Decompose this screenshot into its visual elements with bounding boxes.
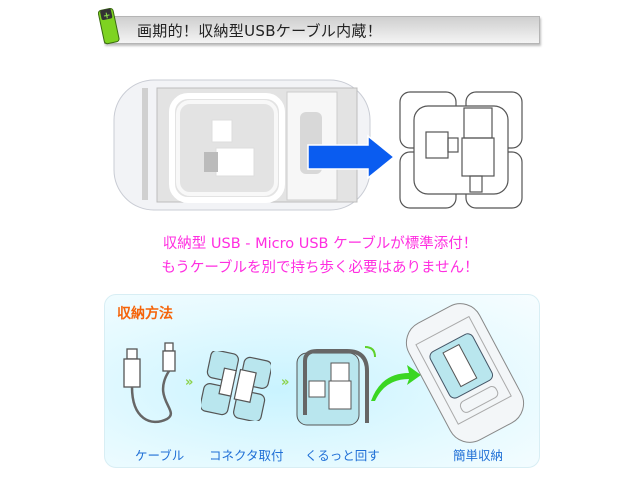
step-separator: »	[185, 375, 194, 390]
step-label-wrap: くるっと回す	[305, 448, 380, 463]
step-label-store: 簡単収納	[453, 448, 504, 463]
header-title: 画期的！収納型USBケーブル内蔵！	[137, 22, 382, 40]
section-header: 画期的！収納型USBケーブル内蔵！	[104, 16, 540, 44]
green-arrow-icon	[371, 365, 421, 401]
cable-storage-diagram	[399, 91, 523, 209]
note-line-2: もうケーブルを別で持ち歩く必要はありません！	[161, 260, 479, 276]
device-photo	[113, 79, 371, 211]
step-label-connector: コネクタ取付	[209, 448, 284, 463]
device-storage-icon	[405, 303, 525, 443]
step-label-cable: ケーブル	[135, 448, 185, 463]
connector-frame-icon	[201, 351, 271, 421]
svg-text:+: +	[102, 11, 111, 22]
note-line-1: 収納型 USB - Micro USB ケーブルが標準添付！	[162, 236, 478, 252]
usb-cable-icon	[123, 342, 176, 424]
battery-icon: +	[98, 7, 120, 45]
howto-panel: 収納方法 » » ケーブル コネクタ取付 く	[104, 294, 540, 468]
howto-title: 収納方法	[117, 306, 173, 322]
wrap-cable-icon	[296, 346, 376, 426]
step-separator: »	[281, 375, 290, 390]
right-arrow-icon	[307, 134, 396, 180]
